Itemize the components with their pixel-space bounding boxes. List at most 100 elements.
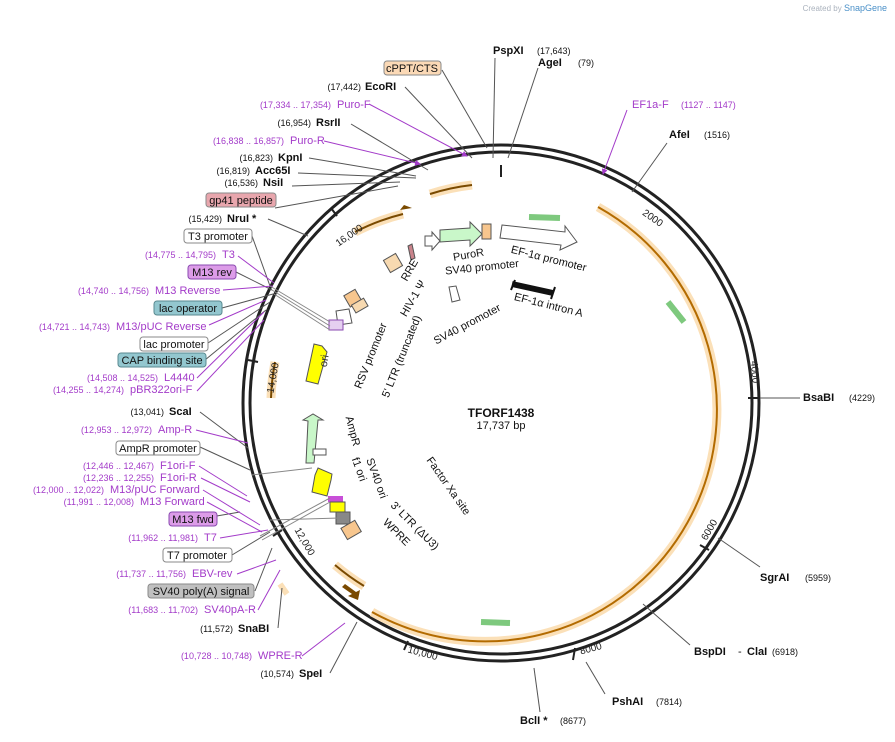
backbone-inner <box>248 150 754 656</box>
site-nrui-pos: (15,429) <box>188 214 222 224</box>
site-sgrai: SgrAI <box>760 572 789 584</box>
plasmid-size: 17,737 bp <box>477 420 526 432</box>
site-snabi-pos: (11,572) <box>200 624 233 634</box>
site-scai-pos: (13,041) <box>130 407 164 417</box>
primer-t3-pos: (14,775 .. 14,795) <box>145 250 216 260</box>
left-sites: (17,442) EcoRI (16,954) RsrII (16,823) K… <box>130 81 396 680</box>
site-kpni: KpnI <box>278 152 302 164</box>
box-sv40polya: SV40 poly(A) signal <box>153 586 250 598</box>
site-nrui: NruI * <box>227 213 257 225</box>
primer-m13rev-pos: (14,740 .. 14,756) <box>78 286 149 296</box>
primer-f1orif-pos: (12,446 .. 12,467) <box>83 461 154 471</box>
tick-8000: 8000 <box>579 641 604 657</box>
primer-puror-pos: (16,838 .. 16,857) <box>213 136 284 146</box>
primer-sv40pa: SV40pA-R <box>204 604 256 616</box>
primer-ebvrev: EBV-rev <box>192 568 233 580</box>
box-t7prom: T7 promoter <box>167 550 227 562</box>
primer-ampr: Amp-R <box>158 424 192 436</box>
primer-pbr322: pBR322ori-F <box>130 384 193 396</box>
primer-m13fwd-pos: (11,991 .. 12,008) <box>64 497 134 507</box>
box-cppt: cPPT/CTS <box>386 63 438 75</box>
primer-m13fwd: M13 Forward <box>140 496 205 508</box>
primer-wpre-pos: (10,728 .. 10,748) <box>181 651 252 661</box>
site-snabi: SnaBI <box>238 623 269 635</box>
primer-f1orir-pos: (12,236 .. 12,255) <box>83 473 154 483</box>
site-afei: AfeI <box>669 129 690 141</box>
site-afei-pos: (1516) <box>704 130 730 140</box>
site-spei-pos: (10,574) <box>260 669 294 679</box>
site-kpni-pos: (16,823) <box>239 153 273 163</box>
primer-t7: T7 <box>204 532 217 544</box>
primer-l4440: L4440 <box>164 372 195 384</box>
site-nsii-pos: (16,536) <box>224 178 258 188</box>
tick-marks <box>247 165 758 661</box>
feature-amprf: AmpR <box>343 415 363 448</box>
site-bsabi: BsaBI <box>803 392 834 404</box>
box-gp41: gp41 peptide <box>209 195 273 207</box>
primer-ef1af-pos: (1127 .. 1147) <box>681 100 736 110</box>
site-bspdi-sep: - <box>738 646 742 658</box>
site-nsii: NsiI <box>263 177 283 189</box>
site-acc65i-pos: (16,819) <box>216 166 250 176</box>
primer-ebvrev-pos: (11,737 .. 11,756) <box>116 569 186 579</box>
site-spei: SpeI <box>299 668 322 680</box>
box-m13fwd: M13 fwd <box>172 514 214 526</box>
tick-10000: 10,000 <box>406 645 439 664</box>
tick-14000: 14,000 <box>266 362 282 394</box>
site-ecori-pos: (17,442) <box>327 82 361 92</box>
box-cap: CAP binding site <box>121 355 202 367</box>
primer-purof-pos: (17,334 .. 17,354) <box>260 100 331 110</box>
primer-sv40pa-pos: (11,683 .. 11,702) <box>128 605 198 615</box>
primer-l4440-pos: (14,508 .. 14,525) <box>87 373 158 383</box>
tick-12000: 12,000 <box>292 526 317 558</box>
primer-m13pucfwd: M13/pUC Forward <box>110 484 200 496</box>
primer-t3: T3 <box>222 249 235 261</box>
site-bsabi-pos: (4229) <box>849 393 875 403</box>
primer-wpre: WPRE-R <box>258 650 303 662</box>
primer-ampr-pos: (12,953 .. 12,972) <box>81 425 152 435</box>
site-bspdi-pos: (6918) <box>772 647 798 657</box>
site-pspxi-pos: (17,643) <box>537 46 571 56</box>
site-agei-pos: (79) <box>578 58 594 68</box>
site-acc65i: Acc65I <box>255 165 290 177</box>
feature-sv40prom2: SV40 promoter <box>432 302 503 347</box>
tick-16000: 16,000 <box>334 222 366 249</box>
site-agei: AgeI <box>538 57 562 69</box>
site-bspdi: BspDI <box>694 646 726 658</box>
site-pshai: PshAI <box>612 696 643 708</box>
primer-puror: Puro-R <box>290 135 325 147</box>
box-lacprom: lac promoter <box>143 339 204 351</box>
primer-m13pucrev: M13/pUC Reverse <box>116 321 206 333</box>
box-t3promoter: T3 promoter <box>188 231 248 243</box>
primer-f1orif: F1ori-F <box>160 460 196 472</box>
site-scai: ScaI <box>169 406 192 418</box>
site-bcli-pos: (8677) <box>560 716 586 726</box>
box-m13rev: M13 rev <box>192 267 232 279</box>
feature-hiv: HIV-1 Ψ <box>398 278 428 318</box>
snapgene-watermark: Created by SnapGene <box>802 3 887 13</box>
primer-t7-pos: (11,962 .. 11,981) <box>128 533 198 543</box>
box-lacop: lac operator <box>159 303 217 315</box>
plasmid-name: TFORF1438 <box>468 406 535 420</box>
box-amprprom: AmpR promoter <box>119 443 197 455</box>
tick-4000: 4000 <box>748 361 761 385</box>
site-rsrii-pos: (16,954) <box>277 118 311 128</box>
primer-leaders <box>195 103 628 657</box>
right-sites: PspXI (17,643) AgeI (79) AfeI (1516) Bsa… <box>493 45 875 727</box>
site-leaders <box>199 57 800 713</box>
feature-factorxa: Factor Xa site <box>424 455 473 517</box>
feature-ef1a: EF-1α promoter <box>510 244 588 274</box>
primer-m13pucfwd-pos: (12,000 .. 12,022) <box>33 485 104 495</box>
site-rsrii: RsrII <box>316 117 340 129</box>
site-sgrai-pos: (5959) <box>805 573 831 583</box>
primer-ef1af: EF1a-F <box>632 99 669 111</box>
site-pshai-pos: (7814) <box>656 697 682 707</box>
site-clai: ClaI <box>747 646 767 658</box>
site-bcli: BclI * <box>520 715 548 727</box>
feature-arcs <box>266 180 722 646</box>
inner-features <box>301 205 578 600</box>
misc-lines <box>251 285 341 541</box>
feature-ori: ori <box>318 354 332 368</box>
primer-m13rev: M13 Reverse <box>155 285 220 297</box>
